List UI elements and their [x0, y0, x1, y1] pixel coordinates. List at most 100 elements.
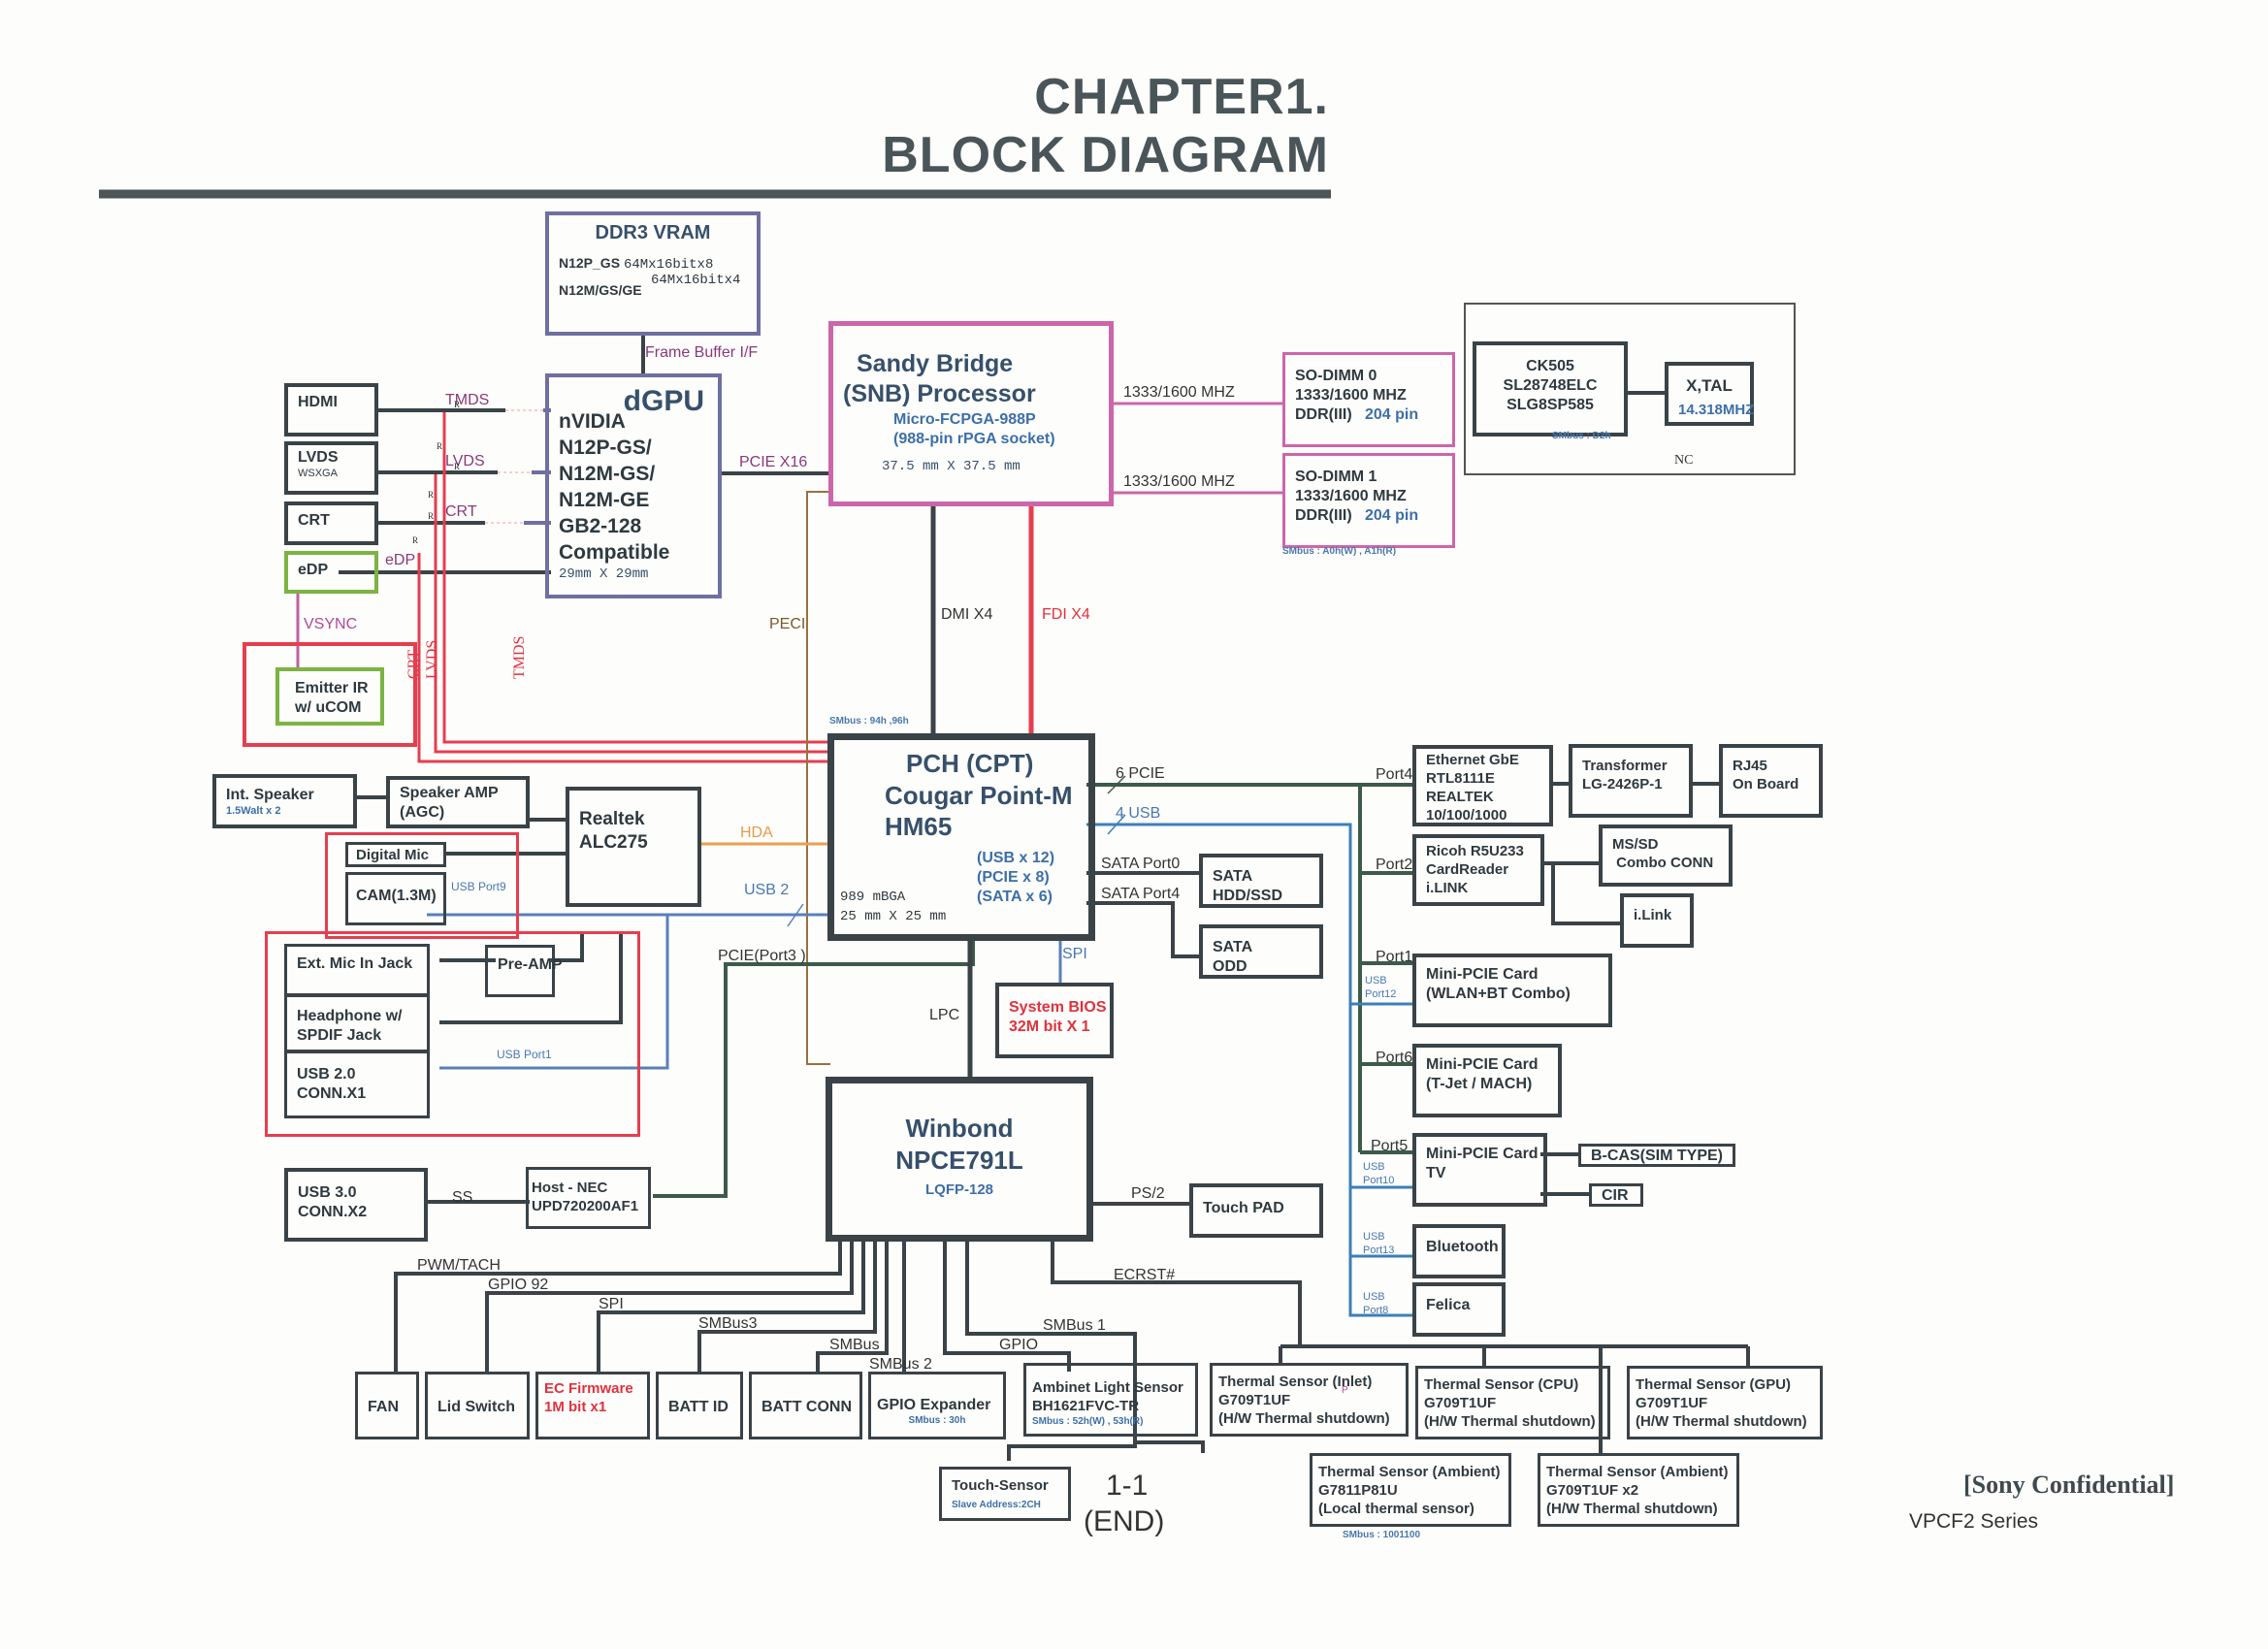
cam-block: CAM(1.3M)	[345, 872, 446, 925]
wire-sata4	[1086, 901, 1199, 958]
label-sata4: SATA Port4	[1101, 886, 1181, 902]
thermal-gpu-line-1: Thermal Sensor (GPU)	[1636, 1376, 1792, 1393]
thermal-cpu-line-1: Thermal Sensor (CPU)	[1424, 1376, 1579, 1393]
thermal-inlet-block: Thermal Sensor (Inlet) G709T1UF (H/W The…	[1210, 1363, 1409, 1437]
label-spi-ec: SPI	[599, 1296, 624, 1312]
confidential-label: [Sony Confidential]	[1963, 1471, 2175, 1499]
speaker-amp-line-1: Speaker AMP	[400, 785, 499, 801]
int-speaker-label: Int. Speaker	[226, 787, 314, 803]
pch-title-2: Cougar Point-M	[885, 780, 1073, 810]
wire-usb-bus	[1086, 823, 1412, 1317]
thermal-ambient1-block: Thermal Sensor (Ambient) G7811P81U (Loca…	[1310, 1453, 1511, 1527]
wire-peci	[806, 491, 830, 1065]
dimm1-type: DDR(III)	[1295, 507, 1352, 524]
dimm1-name: SO-DIMM 1	[1295, 469, 1377, 485]
ec-title-2: NPCE791L	[895, 1145, 1023, 1175]
edp-label: eDP	[298, 562, 329, 578]
label-gpio92: GPIO 92	[488, 1277, 549, 1293]
als-block: Ambinet Light Sensor BH1621FVC-TR SMbus …	[1023, 1363, 1198, 1437]
headphone-block: Headphone w/ SPDIF Jack	[284, 994, 430, 1052]
wire-spi-ec	[597, 1238, 865, 1372]
rj45-line-1: RJ45	[1733, 758, 1767, 774]
pch-pkg-1: 989 mBGA	[840, 889, 906, 905]
label-port6: Port6	[1376, 1050, 1413, 1066]
label-pcie-port3: PCIE(Port3 )	[718, 948, 806, 964]
als-smbus: SMbus : 52h(W) , 53h(R)	[1032, 1415, 1144, 1427]
label-mem1: 1333/1600 MHZ	[1123, 473, 1235, 490]
pch-cap-usb: (USB x 12)	[977, 850, 1055, 866]
sata-odd-block: SATA ODD	[1199, 924, 1323, 979]
wire-smbus3	[697, 1238, 877, 1372]
label-usb-p13: USB Port13	[1363, 1230, 1394, 1257]
lvds-label: LVDS	[298, 449, 339, 466]
usb2-conn-line-2: CONN.X1	[297, 1085, 367, 1102]
label-ss: SS	[452, 1189, 473, 1206]
ethernet-line-2: RTL8111E	[1426, 770, 1495, 787]
thermal-inlet-line-1: Thermal Sensor (Inlet)	[1218, 1374, 1373, 1390]
sata-odd-line-2: ODD	[1213, 958, 1247, 975]
label-smbus2: SMBus 2	[869, 1356, 932, 1373]
tv-line-2: TV	[1426, 1165, 1446, 1181]
ec-firmware-block: EC Firmware 1M bit x1	[535, 1372, 650, 1439]
label-usb-p10-2: Port10	[1363, 1175, 1395, 1186]
tjet-card-block: Mini-PCIE Card (T-Jet / MACH)	[1412, 1044, 1562, 1117]
bios-line-2: 32M bit X 1	[1009, 1018, 1090, 1035]
bcas-label: B-CAS(SIM TYPE)	[1591, 1148, 1723, 1164]
usb3-conn-block: USB 3.0 CONN.X2	[284, 1168, 428, 1242]
fan-block: FAN	[355, 1372, 419, 1439]
system-bios-block: System BIOS 32M bit X 1	[995, 983, 1114, 1058]
jack-group	[265, 931, 640, 1137]
vram-row2-spec: 64Mx16bitx4	[651, 272, 741, 288]
sata-hdd-block: SATA HDD/SSD	[1199, 854, 1323, 908]
fan-label: FAN	[368, 1399, 399, 1415]
label-vsync: VSYNC	[304, 616, 358, 632]
label-fdi: FDI X4	[1042, 606, 1090, 623]
pch-title-1: PCH (CPT)	[906, 749, 1034, 778]
cardreader-line-1: Ricoh R5U233	[1426, 843, 1524, 859]
label-hda: HDA	[740, 824, 773, 841]
cpu-size: 37.5 mm X 37.5 mm	[882, 458, 1021, 474]
vram-title: DDR3 VRAM	[595, 222, 711, 243]
pch-title-3: HM65	[885, 812, 953, 841]
label-r5: R	[428, 511, 435, 521]
cpu-pkg-1: Micro-FCPGA-988P	[893, 410, 1036, 428]
tv-card-block: Mini-PCIE Card TV	[1412, 1133, 1547, 1207]
touchpad-block: Touch PAD	[1189, 1183, 1323, 1238]
pch-cap-sata: (SATA x 6)	[977, 889, 1053, 905]
hdmi-port: HDMI	[284, 383, 378, 436]
usb3-conn-line-1: USB 3.0	[298, 1184, 357, 1201]
als-line-1: Ambinet Light Sensor	[1032, 1379, 1183, 1396]
label-pch-smbus: SMbus : 94h ,96h	[829, 716, 909, 727]
wlan-line-1: Mini-PCIE Card	[1426, 966, 1539, 983]
label-r1: R	[454, 400, 461, 409]
wire-usb-port1	[439, 915, 669, 1070]
headphone-line-2: SPDIF Jack	[297, 1027, 382, 1044]
page-number: 1-1	[1106, 1470, 1149, 1502]
mssd-line-2: Combo CONN	[1612, 854, 1714, 871]
label-usb-p12: USB Port12	[1365, 974, 1396, 1001]
int-speaker-block: Int. Speaker 1.5Walt x 2	[212, 774, 357, 828]
label-usb-p8-2: Port8	[1363, 1305, 1389, 1316]
dgpu-size: 29mm X 29mm	[559, 566, 649, 582]
sata-hdd-line-2: HDD/SSD	[1213, 888, 1283, 904]
label-amb1-smbus: SMbus : 1001100	[1343, 1530, 1421, 1540]
label-usb-p12-2: Port12	[1365, 988, 1397, 1000]
label-dimm-smbus: SMbus : A0h(W) , A1h(R)	[1282, 546, 1397, 557]
thermal-amb1-line-2: G7811P81U	[1318, 1481, 1398, 1499]
mssd-line-1: MS/SD	[1612, 836, 1659, 853]
label-lvds: LVDS	[445, 453, 485, 469]
label-clock-smbus: SMbus : D2h	[1552, 431, 1611, 441]
label-spi-bios: SPI	[1062, 946, 1087, 962]
thermal-cpu-line-2: G709T1UF	[1424, 1394, 1497, 1411]
bios-line-1: System BIOS	[1009, 999, 1107, 1016]
sata-hdd-line-1: SATA	[1213, 868, 1253, 885]
label-r2: R	[437, 441, 443, 451]
wire-smbus1	[965, 1238, 1137, 1461]
label-frame-buffer: Frame Buffer I/F	[645, 344, 759, 361]
label-r3: R	[454, 462, 461, 471]
label-smbus: SMBus	[829, 1337, 880, 1353]
dimm1-pins: 204 pin	[1365, 507, 1419, 524]
codec-line-2: ALC275	[579, 831, 648, 853]
sata-odd-line-1: SATA	[1213, 939, 1253, 955]
